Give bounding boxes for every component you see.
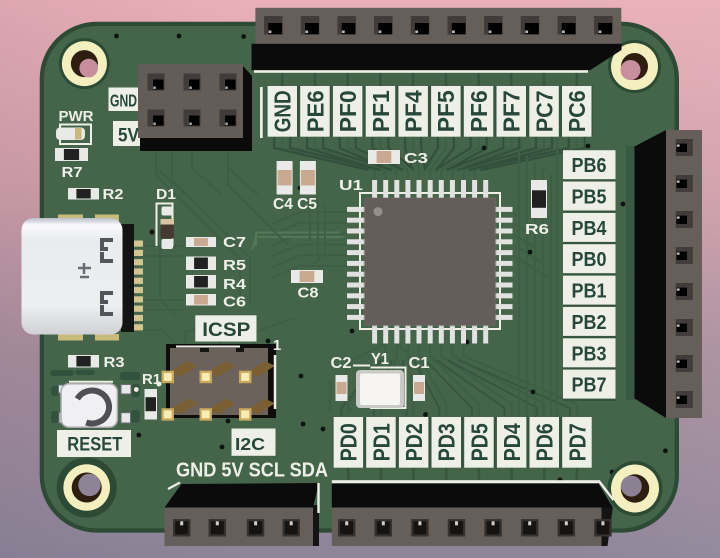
svg-text:Y1: Y1 (371, 351, 389, 368)
svg-text:PC7: PC7 (531, 90, 557, 132)
svg-text:I2C: I2C (235, 434, 265, 454)
svg-text:PD5: PD5 (466, 423, 492, 461)
svg-text:PD1: PD1 (368, 423, 394, 461)
svg-text:C1: C1 (409, 355, 430, 372)
svg-text:R3: R3 (104, 354, 125, 371)
svg-text:PD7: PD7 (564, 423, 590, 461)
svg-text:RESET: RESET (67, 435, 122, 456)
svg-text:R5: R5 (223, 257, 246, 274)
svg-text:PC6: PC6 (564, 90, 590, 132)
svg-text:PD2: PD2 (401, 423, 427, 461)
svg-text:5V: 5V (118, 125, 139, 147)
svg-text:PF6: PF6 (466, 90, 492, 132)
svg-text:C3: C3 (404, 150, 428, 167)
svg-text:PB5: PB5 (572, 187, 607, 209)
svg-text:PE6: PE6 (302, 90, 328, 132)
svg-text:PF4: PF4 (401, 90, 427, 132)
svg-text:PB1: PB1 (572, 281, 607, 303)
svg-text:GND: GND (270, 90, 296, 132)
svg-text:PD4: PD4 (499, 423, 525, 461)
svg-text:U1: U1 (339, 177, 363, 194)
svg-text:PB4: PB4 (572, 218, 608, 240)
svg-text:R4: R4 (223, 276, 247, 293)
svg-text:R2: R2 (103, 186, 124, 203)
svg-text:PD6: PD6 (532, 423, 558, 461)
svg-text:PF0: PF0 (335, 90, 361, 132)
svg-text:PB3: PB3 (572, 343, 607, 365)
svg-text:PB0: PB0 (572, 249, 607, 271)
svg-text:PB7: PB7 (572, 375, 607, 397)
svg-text:C7: C7 (223, 234, 246, 251)
svg-text:R6: R6 (525, 221, 549, 238)
svg-text:C6: C6 (223, 294, 246, 311)
svg-text:ICSP: ICSP (202, 320, 250, 341)
svg-text:C4 C5: C4 C5 (273, 196, 317, 213)
svg-text:PD3: PD3 (434, 423, 460, 461)
svg-text:C2: C2 (331, 355, 352, 372)
svg-text:1: 1 (273, 337, 281, 354)
svg-text:C8: C8 (298, 285, 319, 302)
svg-text:D1: D1 (156, 186, 176, 203)
svg-text:GND 5V SCL SDA: GND 5V SCL SDA (176, 460, 328, 482)
svg-text:PB2: PB2 (572, 312, 607, 334)
svg-text:PWR: PWR (59, 108, 94, 125)
svg-text:PF1: PF1 (368, 90, 394, 132)
svg-text:PF7: PF7 (499, 90, 525, 132)
svg-text:R1: R1 (142, 371, 161, 388)
svg-text:PB6: PB6 (572, 155, 607, 177)
svg-text:PF5: PF5 (433, 90, 459, 132)
svg-text:R7: R7 (62, 164, 83, 181)
svg-text:GND: GND (110, 91, 137, 111)
svg-text:PD0: PD0 (336, 423, 362, 461)
